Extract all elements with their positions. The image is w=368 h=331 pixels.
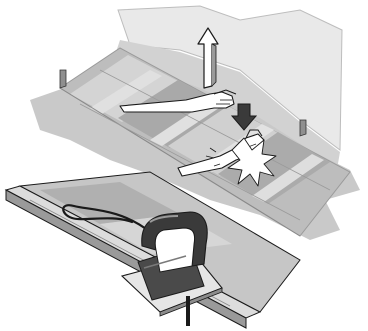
- spacer-wedge-right: [300, 120, 306, 136]
- spacer-wedge-left: [60, 70, 66, 88]
